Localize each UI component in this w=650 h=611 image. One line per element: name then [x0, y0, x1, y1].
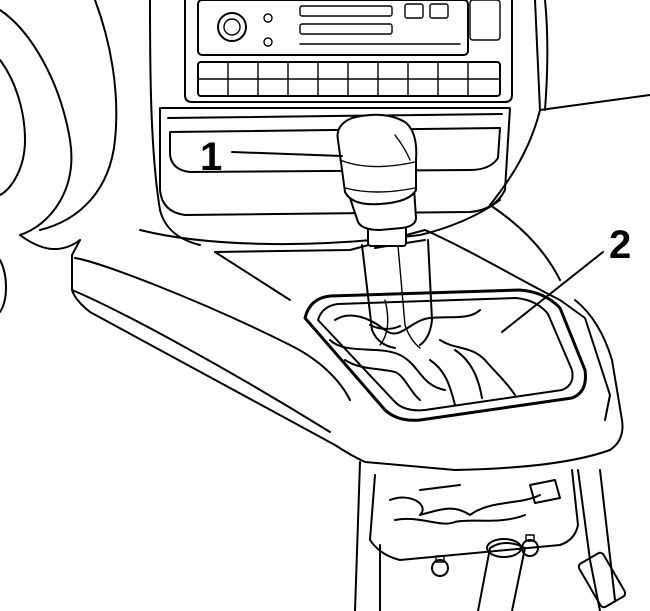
gear-shift-knob — [336, 113, 418, 247]
callout-2-leader-line — [501, 251, 604, 333]
callout-1-leader-line — [231, 151, 343, 157]
handbrake-area — [354, 461, 627, 611]
callout-2: 2 — [501, 223, 631, 333]
callout-2-label: 2 — [609, 223, 631, 267]
dashboard-left-contour — [0, 0, 201, 313]
radio-head-unit — [184, 0, 513, 103]
gear-shift-boot — [303, 288, 587, 422]
dashboard-right-contour — [489, 0, 650, 206]
climate-control-panel — [197, 61, 501, 97]
console-front-sweep — [19, 199, 561, 281]
console-screw-right-icon — [521, 534, 539, 557]
console-screw-left-icon — [431, 555, 449, 577]
radio-knob-icon — [217, 12, 247, 42]
storage-tray — [159, 107, 511, 216]
callout-1: 1 — [200, 135, 343, 179]
callout-1-label: 1 — [200, 135, 222, 179]
